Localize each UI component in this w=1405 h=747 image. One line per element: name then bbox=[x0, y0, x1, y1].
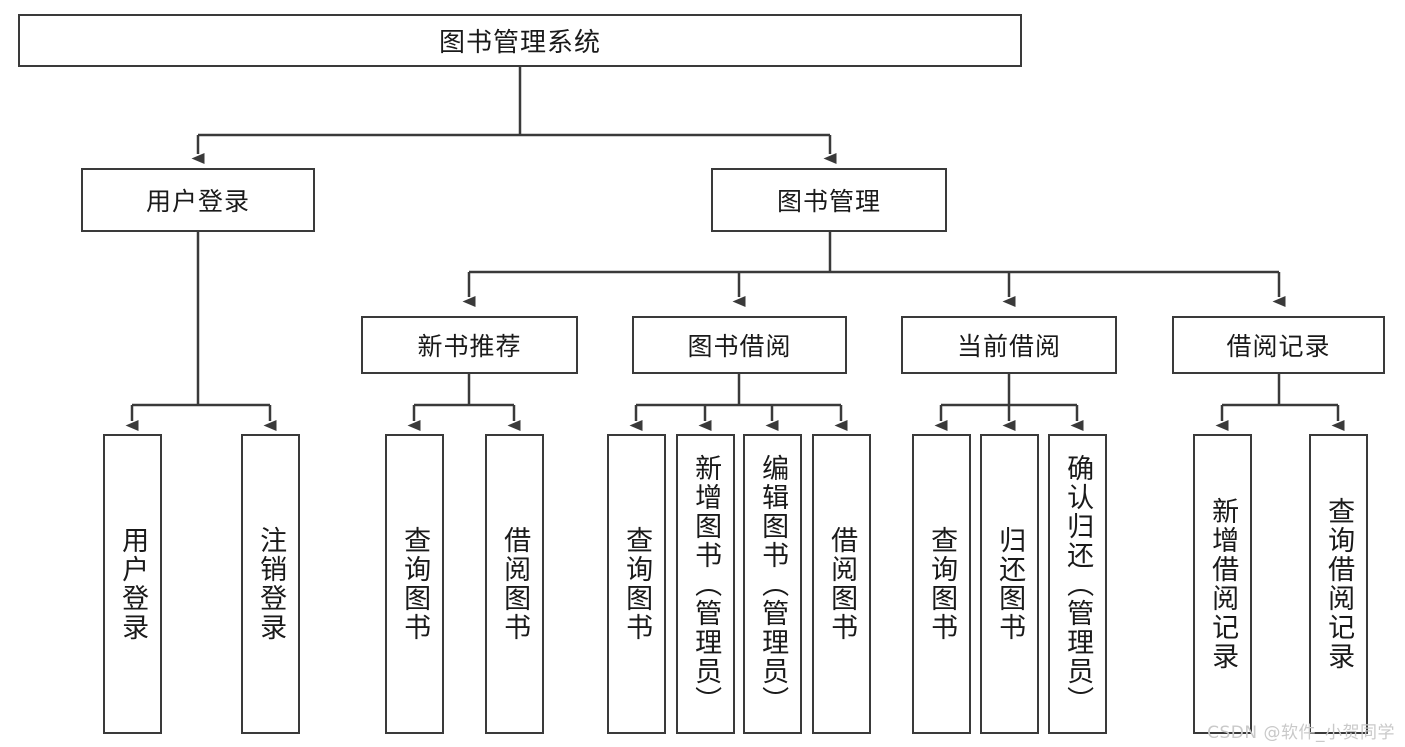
leaf-current-borrow-return-book[interactable]: 归还图书 bbox=[980, 434, 1039, 734]
leaf-new-book-query-book[interactable]: 查询图书 bbox=[385, 434, 444, 734]
node-label: 新书推荐 bbox=[417, 332, 522, 361]
node-book-borrow[interactable]: 图书借阅 bbox=[632, 316, 847, 374]
leaf-label: 新增图书（管理员） bbox=[690, 453, 722, 715]
leaf-label: 归还图书 bbox=[994, 526, 1026, 642]
leaf-user-login-logout[interactable]: 注销登录 bbox=[241, 434, 300, 734]
node-label: 当前借阅 bbox=[956, 332, 1061, 361]
node-new-book-recommend[interactable]: 新书推荐 bbox=[361, 316, 578, 374]
node-current-borrow[interactable]: 当前借阅 bbox=[901, 316, 1117, 374]
leaf-label: 新增借阅记录 bbox=[1207, 497, 1239, 671]
leaf-book-borrow-add-book-admin[interactable]: 新增图书（管理员） bbox=[676, 434, 735, 734]
leaf-label: 查询图书 bbox=[399, 526, 431, 642]
leaf-label: 确认归还（管理员） bbox=[1062, 453, 1094, 715]
watermark-text: CSDN @软件_小贺同学 bbox=[1207, 723, 1395, 743]
node-book-management[interactable]: 图书管理 bbox=[711, 168, 947, 232]
node-root-book-management-system[interactable]: 图书管理系统 bbox=[18, 14, 1022, 67]
leaf-label: 借阅图书 bbox=[499, 526, 531, 642]
leaf-book-borrow-borrow-book[interactable]: 借阅图书 bbox=[812, 434, 871, 734]
leaf-borrow-record-add-record[interactable]: 新增借阅记录 bbox=[1193, 434, 1252, 734]
leaf-label: 编辑图书（管理员） bbox=[757, 453, 789, 715]
leaf-current-borrow-query-book[interactable]: 查询图书 bbox=[912, 434, 971, 734]
leaf-label: 查询借阅记录 bbox=[1323, 497, 1355, 671]
leaf-book-borrow-query-book[interactable]: 查询图书 bbox=[607, 434, 666, 734]
leaf-new-book-borrow-book[interactable]: 借阅图书 bbox=[485, 434, 544, 734]
leaf-current-borrow-confirm-return-admin[interactable]: 确认归还（管理员） bbox=[1048, 434, 1107, 734]
node-label: 图书借阅 bbox=[687, 332, 792, 361]
node-label: 借阅记录 bbox=[1226, 332, 1331, 361]
node-borrow-record[interactable]: 借阅记录 bbox=[1172, 316, 1385, 374]
leaf-label: 查询图书 bbox=[926, 526, 958, 642]
leaf-user-login-login[interactable]: 用户登录 bbox=[103, 434, 162, 734]
leaf-label: 用户登录 bbox=[117, 526, 149, 642]
leaf-label: 注销登录 bbox=[255, 526, 287, 642]
node-label: 图书管理系统 bbox=[438, 28, 601, 58]
node-label: 用户登录 bbox=[145, 187, 250, 216]
leaf-label: 查询图书 bbox=[621, 526, 653, 642]
node-user-login[interactable]: 用户登录 bbox=[81, 168, 315, 232]
leaf-borrow-record-query-record[interactable]: 查询借阅记录 bbox=[1309, 434, 1368, 734]
leaf-book-borrow-edit-book-admin[interactable]: 编辑图书（管理员） bbox=[743, 434, 802, 734]
node-label: 图书管理 bbox=[776, 187, 881, 216]
leaf-label: 借阅图书 bbox=[826, 526, 858, 642]
